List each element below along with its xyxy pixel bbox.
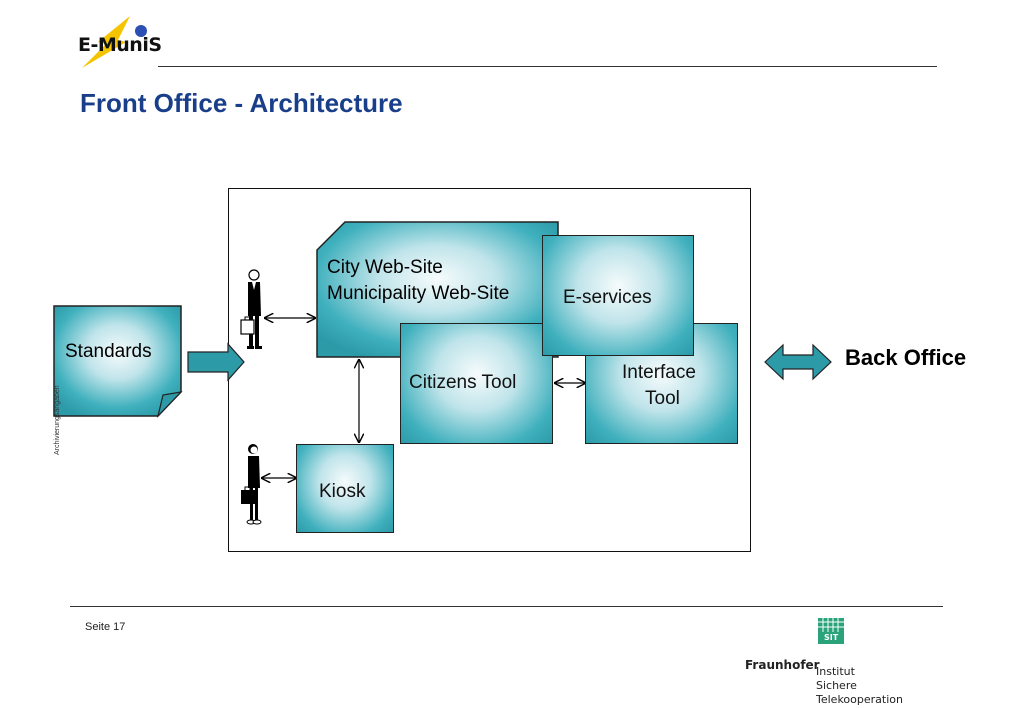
- interface-tool-label-2: Tool: [645, 388, 680, 409]
- kiosk-box: Kiosk: [296, 444, 394, 533]
- municipality-web-site-label: Municipality Web-Site: [327, 283, 510, 304]
- citizens-tool-label: Citizens Tool: [409, 372, 517, 393]
- fraunhofer-name: Fraunhofer: [745, 658, 820, 672]
- fraunhofer-logo: SIT Fraunhofer Institut Sichere Telekoop…: [745, 618, 945, 706]
- back-office-double-arrow: [764, 343, 832, 381]
- e-services-box: E-services: [542, 235, 694, 356]
- page-number: Seite 17: [85, 621, 126, 633]
- sit-grid-icon: [818, 618, 844, 644]
- footer-rule: [70, 606, 943, 607]
- header-rule: [158, 66, 937, 67]
- woman-icon: [241, 444, 262, 525]
- institute-line-1: Institut: [816, 665, 855, 678]
- businessman-icon: [240, 269, 262, 349]
- star-icon: [82, 16, 147, 68]
- emunis-logo: E-MuniS: [70, 14, 170, 70]
- e-services-label: E-services: [563, 287, 652, 308]
- standards-arrow: [187, 342, 245, 382]
- logo-text: E-MuniS: [78, 34, 162, 56]
- archive-note: Archivierungsangaben: [54, 385, 61, 455]
- back-office-label: Back Office: [845, 345, 967, 370]
- page-title: Front Office - Architecture: [80, 88, 403, 118]
- standards-label: Standards: [65, 341, 152, 362]
- institute-name: Institut Sichere Telekooperation: [816, 665, 945, 707]
- citizens-tool-box: Citizens Tool: [400, 323, 553, 444]
- standards-fold: [156, 391, 183, 419]
- institute-line-2: Sichere Telekooperation: [816, 679, 903, 706]
- sit-badge: SIT: [824, 633, 839, 642]
- interface-tool-label-1: Interface: [622, 362, 696, 383]
- kiosk-label: Kiosk: [319, 481, 366, 502]
- city-web-site-label: City Web-Site: [327, 257, 443, 278]
